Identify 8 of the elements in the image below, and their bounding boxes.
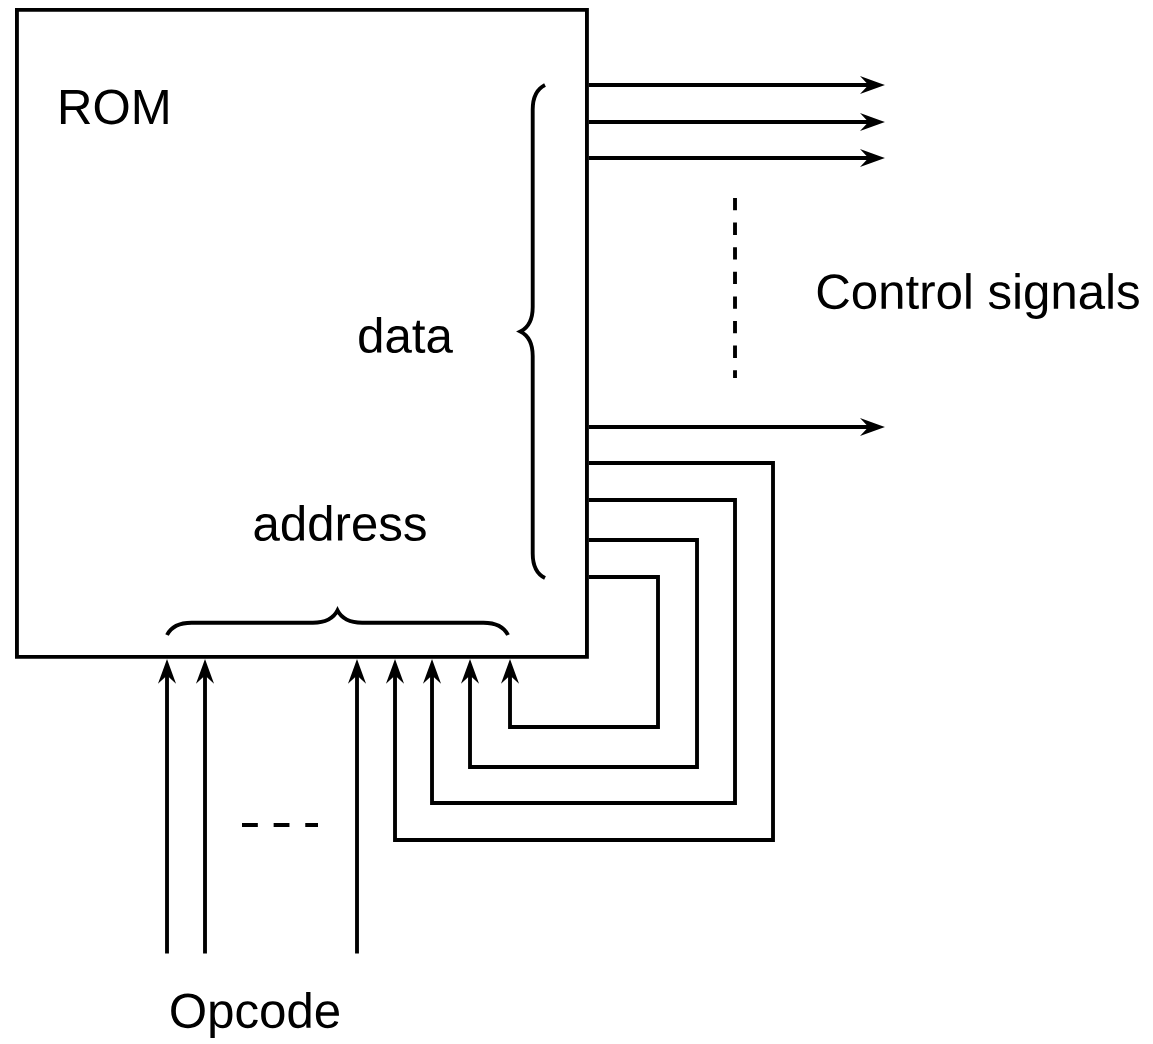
label: address xyxy=(254,504,426,542)
feedback-arrow xyxy=(460,538,699,769)
feedback-arrow xyxy=(500,575,660,729)
label: data xyxy=(359,316,453,354)
input-label: Opcode xyxy=(171,992,339,1038)
label: Control signals xyxy=(817,273,1139,319)
feedback-arrow xyxy=(422,498,737,805)
feedback-arrow xyxy=(385,461,775,842)
